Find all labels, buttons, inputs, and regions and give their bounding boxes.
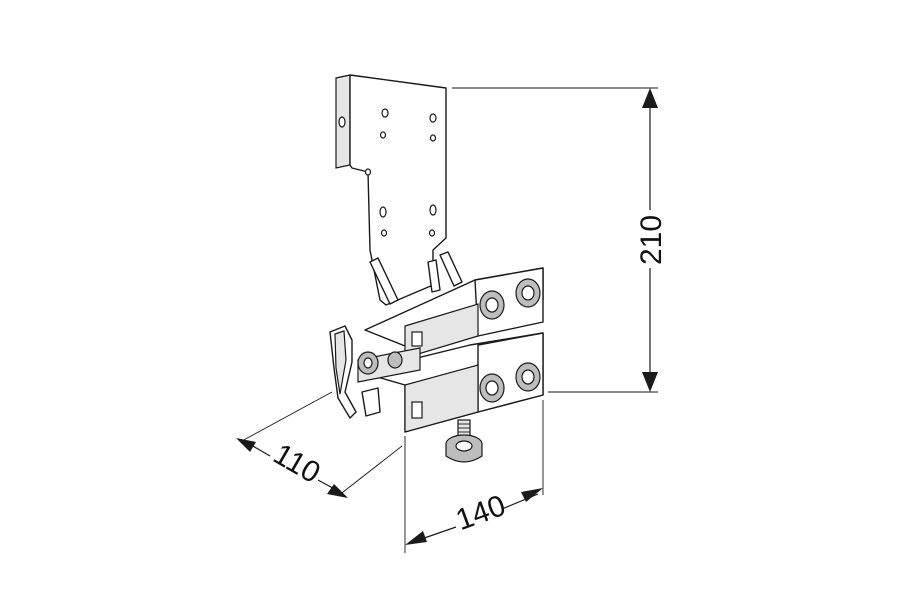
cam-lever <box>329 325 381 419</box>
lower-clamp-block <box>359 332 544 433</box>
dimension-height: 210 <box>452 87 668 393</box>
arrow-right-icon <box>521 488 543 502</box>
mounting-plate <box>335 74 463 306</box>
depth-dimension-label: 110 <box>268 438 326 490</box>
upper-clamp-block <box>364 267 544 359</box>
extension-line-front <box>337 445 403 497</box>
extension-line-back <box>239 391 333 443</box>
arrow-down-icon <box>642 372 658 392</box>
adjuster-nut <box>445 419 483 463</box>
arrow-down-right-icon <box>327 484 348 498</box>
height-dimension-label: 210 <box>635 215 668 265</box>
arrow-left-icon <box>405 531 427 545</box>
width-dimension-label: 140 <box>452 489 510 537</box>
arrow-up-left-icon <box>236 438 256 452</box>
arrow-up-icon <box>642 88 658 108</box>
hinge-bolt <box>357 347 421 383</box>
